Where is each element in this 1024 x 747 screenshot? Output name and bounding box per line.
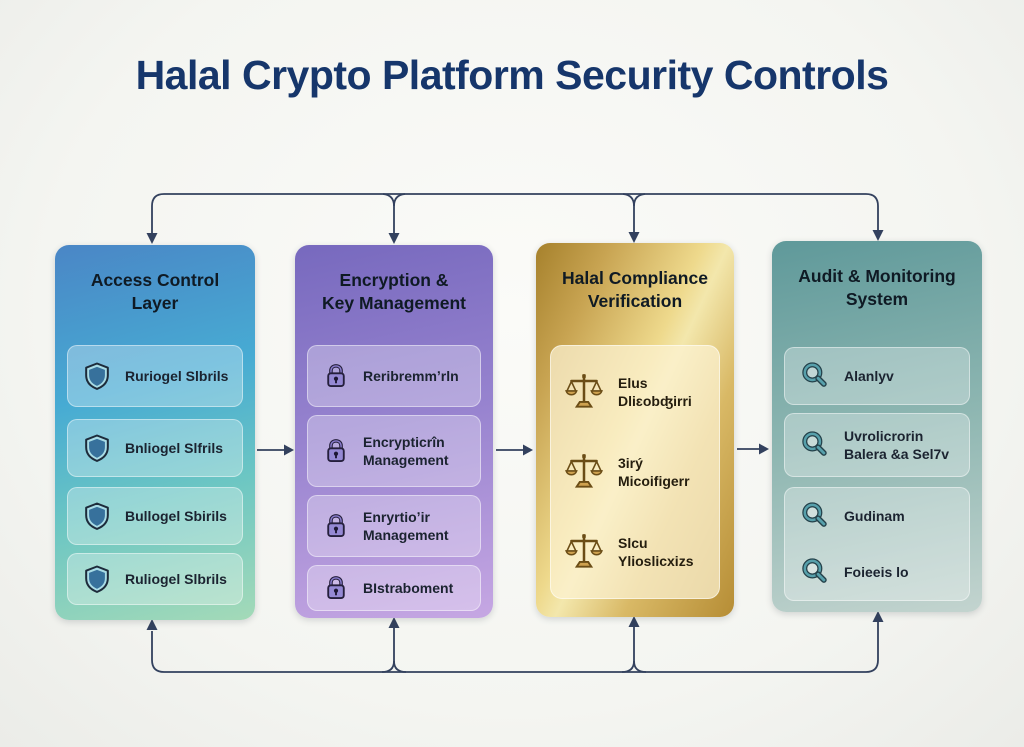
lock-icon bbox=[322, 511, 350, 541]
list-group: Elus Dliɛobʤirri 3irý Micoifigerr Slcu Y… bbox=[550, 345, 720, 599]
scales-icon bbox=[563, 371, 605, 413]
list-item: Ruliogel Slbrils bbox=[67, 553, 243, 605]
item-label: Enryrtioʼir Management bbox=[363, 508, 449, 543]
list-item: Gudinam bbox=[793, 500, 961, 532]
list-item: Bullogel Sbirils bbox=[67, 487, 243, 545]
lock-icon bbox=[322, 436, 350, 466]
magnifier-icon bbox=[799, 360, 831, 392]
shield-icon bbox=[82, 361, 112, 391]
item-label: Ruliogel Slbrils bbox=[125, 570, 227, 587]
item-label: Alanlyv bbox=[844, 367, 894, 384]
list-item: Reribremmʼrln bbox=[307, 345, 481, 407]
panel-encryption-key-management: Encryption & Key Management Reribremmʼrl… bbox=[295, 245, 493, 618]
item-label: Encrypticrîn Management bbox=[363, 433, 449, 468]
list-item: Foieeis lo bbox=[793, 556, 961, 588]
item-label: Slcu Ylioslicxizs bbox=[618, 534, 694, 569]
list-item: BIstraboment bbox=[307, 565, 481, 611]
magnifier-icon bbox=[799, 429, 831, 461]
list-group: Gudinam Foieeis lo bbox=[784, 487, 970, 601]
item-label: Uvrolicrorin Balera &a Sel7v bbox=[844, 427, 950, 462]
item-label: Bullogel Sbirils bbox=[125, 507, 227, 524]
list-item: Elus Dliɛobʤirri bbox=[557, 371, 713, 413]
panel-title: Access Control Layer bbox=[90, 270, 220, 313]
page-title: Halal Crypto Platform Security Controls bbox=[135, 52, 889, 98]
shield-icon bbox=[82, 501, 112, 531]
item-label: Ruriogel Slbrils bbox=[125, 367, 229, 384]
lock-icon bbox=[322, 361, 350, 391]
list-item: Ruriogel Slbrils bbox=[67, 345, 243, 407]
panel-title: Audit & Monitoring System bbox=[798, 266, 956, 309]
item-label: Reribremmʼrln bbox=[363, 367, 459, 384]
panel-access-control-layer: Access Control Layer Ruriogel Slbrils Bn… bbox=[55, 245, 255, 620]
scales-icon bbox=[563, 531, 605, 573]
panel-title: Halal Compliance Verification bbox=[562, 268, 708, 311]
list-item: 3irý Micoifigerr bbox=[557, 451, 713, 493]
item-label: BIstraboment bbox=[363, 579, 454, 596]
item-label: 3irý Micoifigerr bbox=[618, 454, 690, 489]
magnifier-icon bbox=[799, 556, 831, 588]
lock-icon bbox=[322, 573, 350, 603]
magnifier-icon bbox=[799, 500, 831, 532]
panel-title: Encryption & Key Management bbox=[322, 270, 466, 313]
item-label: Foieeis lo bbox=[844, 564, 909, 581]
item-label: Gudinam bbox=[844, 507, 905, 524]
item-label: Bnliogel Slfrils bbox=[125, 439, 224, 456]
list-item: Uvrolicrorin Balera &a Sel7v bbox=[784, 413, 970, 477]
panel-audit-monitoring-system: Audit & Monitoring System Alanlyv Uvroli… bbox=[772, 241, 982, 612]
item-label: Elus Dliɛobʤirri bbox=[618, 374, 692, 409]
list-item: Enryrtioʼir Management bbox=[307, 495, 481, 557]
panel-halal-compliance-verification: Halal Compliance Verification Elus Dliɛo… bbox=[536, 243, 734, 617]
list-item: Encrypticrîn Management bbox=[307, 415, 481, 487]
list-item: Bnliogel Slfrils bbox=[67, 419, 243, 477]
shield-icon bbox=[82, 433, 112, 463]
scales-icon bbox=[563, 451, 605, 493]
list-item: Alanlyv bbox=[784, 347, 970, 405]
list-item: Slcu Ylioslicxizs bbox=[557, 531, 713, 573]
shield-icon bbox=[82, 564, 112, 594]
